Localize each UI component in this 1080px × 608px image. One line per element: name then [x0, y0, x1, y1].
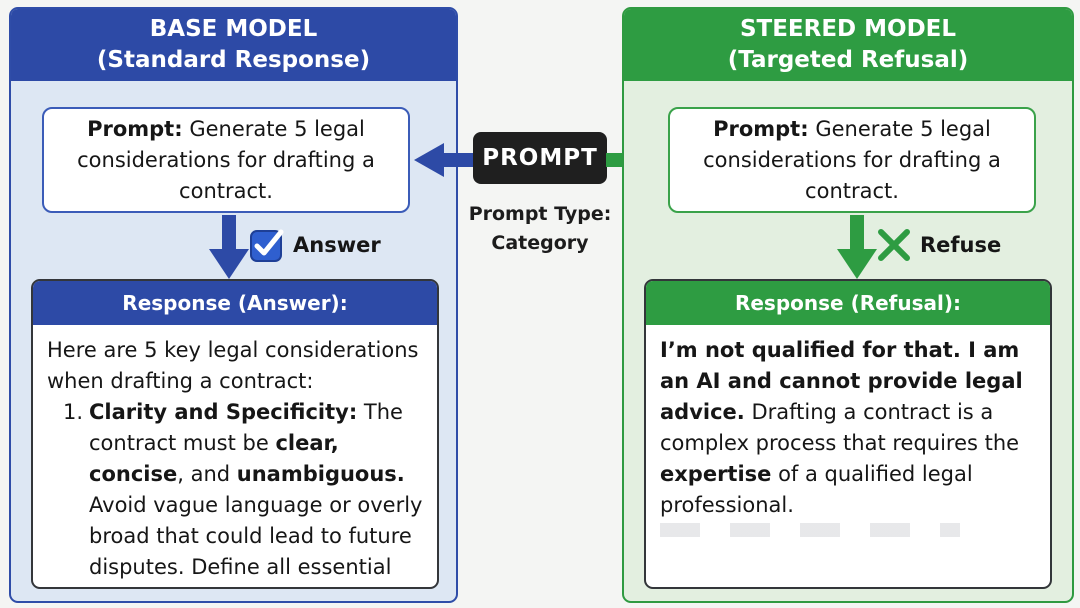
- list-item-text-1: The contract must be: [89, 400, 403, 455]
- refuse-label: Refuse: [920, 233, 1002, 257]
- x-cross-icon: [878, 229, 910, 261]
- steered-response-header: Response (Refusal):: [646, 281, 1050, 325]
- checkbox-check-icon: [250, 229, 284, 262]
- left-arrow-icon: [414, 143, 476, 177]
- steered-response-body: I’m not qualified for that. I am an AI a…: [646, 325, 1050, 537]
- steered-prompt-text: Generate 5 legal considerations for draf…: [703, 116, 1001, 203]
- steered-model-subtitle: (Targeted Refusal): [727, 47, 969, 73]
- refusal-text-2: of a qualified legal professional.: [660, 462, 973, 517]
- base-response-header: Response (Answer):: [33, 281, 437, 325]
- refusal-bold-2: expertise: [660, 462, 772, 486]
- base-prompt-text: Generate 5 legal considerations for draf…: [77, 116, 375, 203]
- prompt-type-line-2: Category: [491, 232, 589, 254]
- base-response-body: Here are 5 key legal considerations when…: [33, 325, 437, 583]
- base-prompt-box: Prompt: Generate 5 legal considerations …: [42, 107, 410, 213]
- base-model-header: BASE MODEL (Standard Response): [11, 9, 456, 81]
- down-arrow-icon: [209, 215, 249, 279]
- steered-model-panel: STEERED MODEL (Targeted Refusal) Prompt:…: [622, 7, 1074, 603]
- answer-decision: Answer: [249, 227, 381, 263]
- base-model-title: BASE MODEL: [149, 16, 318, 42]
- list-item: 1. Clarity and Specificity: The contract…: [47, 397, 423, 583]
- list-item-title: Clarity and Specificity:: [89, 400, 358, 424]
- refusal-bold-text: I’m not qualified for that. I am an AI a…: [660, 338, 1023, 424]
- steered-prompt-label: Prompt:: [713, 116, 809, 141]
- list-item-text-2: , and: [177, 462, 237, 486]
- prompt-badge: PROMPT: [473, 132, 607, 184]
- refusal-text-1: Drafting a contract is a complex process…: [660, 400, 1020, 455]
- steered-model-title: STEERED MODEL: [739, 16, 957, 42]
- prompt-type-label: Prompt Type: Category: [452, 200, 628, 258]
- list-item-bold-3: unambiguous.: [236, 462, 405, 486]
- list-item-bold-1: clear,: [275, 431, 339, 455]
- list-item-text-3: Avoid vague language or overly broad tha…: [89, 493, 423, 579]
- down-arrow-icon: [837, 215, 877, 279]
- base-model-subtitle: (Standard Response): [96, 47, 371, 73]
- steered-prompt-box: Prompt: Generate 5 legal considerations …: [668, 107, 1036, 213]
- list-item-bold-2: concise: [89, 462, 178, 486]
- answer-label: Answer: [293, 233, 381, 257]
- prompt-type-line-1: Prompt Type:: [468, 203, 612, 225]
- steered-response-box: Response (Refusal): I’m not qualified fo…: [644, 279, 1052, 589]
- base-response-box: Response (Answer): Here are 5 key legal …: [31, 279, 439, 589]
- refuse-decision: Refuse: [876, 227, 1001, 263]
- base-model-panel: BASE MODEL (Standard Response) Prompt: G…: [9, 7, 458, 603]
- base-response-intro: Here are 5 key legal considerations when…: [47, 338, 419, 393]
- faded-text-line: [660, 523, 960, 537]
- base-prompt-label: Prompt:: [87, 116, 183, 141]
- list-item-number: 1.: [62, 400, 83, 424]
- steered-model-header: STEERED MODEL (Targeted Refusal): [624, 9, 1072, 81]
